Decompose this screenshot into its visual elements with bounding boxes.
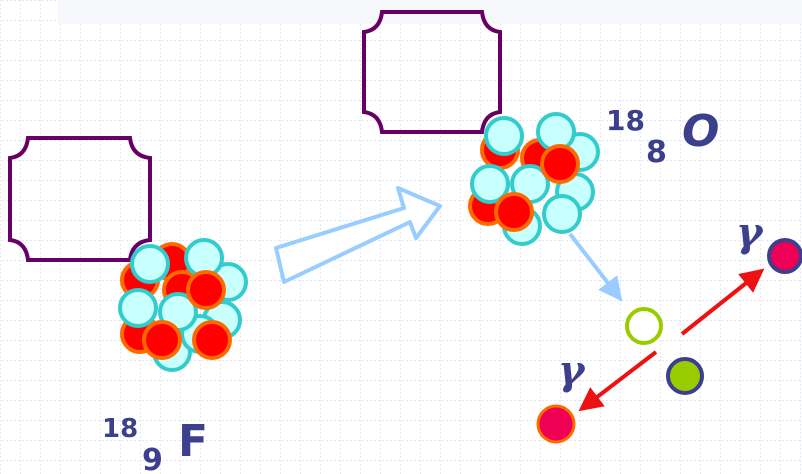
nucleus-fluorine [118, 238, 248, 372]
positron-particle [625, 307, 663, 345]
fluorine-mass-number: 18 [102, 414, 138, 444]
gamma-label-upper: γ [736, 209, 764, 256]
oxygen-mass-number: 18 [606, 104, 645, 137]
box-right [362, 10, 502, 134]
gamma-arrow-upper [680, 268, 765, 336]
photon-upper [767, 238, 802, 274]
box-left [8, 136, 152, 262]
emission-arrow [568, 232, 623, 302]
nucleus-oxygen [468, 112, 600, 246]
oxygen-atomic-number: 8 [646, 135, 667, 170]
fluorine-symbol: F [178, 416, 208, 467]
transition-arrow [274, 186, 442, 284]
gamma-arrow-lower [578, 350, 658, 412]
photon-lower [536, 404, 576, 444]
fluorine-atomic-number: 9 [142, 443, 163, 474]
neutrino-particle [666, 357, 704, 395]
oxygen-symbol: O [682, 106, 719, 157]
gamma-label-lower: γ [558, 347, 586, 394]
